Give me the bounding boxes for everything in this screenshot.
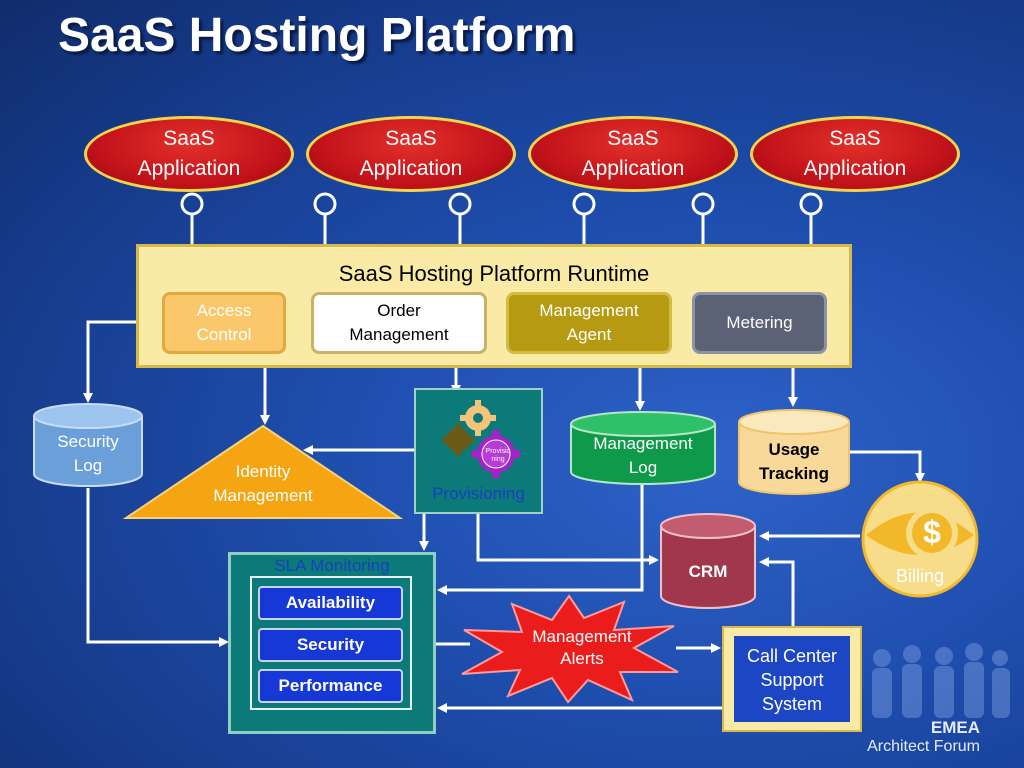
module-label-line1: Metering <box>726 313 793 332</box>
usage-tracking-label: Usage Tracking <box>737 438 851 486</box>
saas-application-2: SaaS Application <box>306 116 516 192</box>
module-label-line2: Control <box>196 325 252 344</box>
app-label-line2: Application <box>137 157 241 180</box>
usage-tracking-line1: Usage <box>768 440 820 459</box>
saas-application-4: SaaS Application <box>750 116 960 192</box>
gears-icon <box>442 400 520 478</box>
management-log-line2: Log <box>628 458 658 477</box>
crm-label: CRM <box>688 562 728 581</box>
usage-tracking-cylinder <box>738 409 850 495</box>
app-label-line2: Application <box>581 157 685 180</box>
call-center-line2: Support <box>760 670 824 690</box>
security-log-line1: Security <box>57 432 119 451</box>
module-label-line2: Agent <box>566 325 612 344</box>
runtime-title: SaaS Hosting Platform Runtime <box>338 261 650 286</box>
provisioning-label: Provisioning <box>432 484 525 503</box>
management-log-label: Management Log <box>569 432 717 480</box>
sla-monitoring-label: SLA Monitoring <box>274 556 390 575</box>
saas-application-3: SaaS Application <box>528 116 738 192</box>
alerts-line2: Alerts <box>560 649 604 668</box>
slide-title: SaaS Hosting Platform <box>58 9 576 62</box>
app-label-line2: Application <box>803 157 907 180</box>
security-log-line2: Log <box>73 456 103 475</box>
security-log-label: Security Log <box>32 430 144 478</box>
identity-management-triangle <box>122 424 404 519</box>
management-alerts-burst <box>461 594 679 704</box>
people-silhouettes-watermark <box>872 643 1010 718</box>
module-label-line2: Management <box>349 325 449 344</box>
billing-symbol: $ <box>923 514 941 550</box>
alerts-line1: Management <box>532 627 632 646</box>
availability-item: Availability <box>258 586 403 620</box>
billing-label: Billing <box>895 566 945 586</box>
saas-application-1: SaaS Application <box>84 116 294 192</box>
usage-tracking-line2: Tracking <box>759 464 829 483</box>
identity-line1: Identity <box>235 462 291 481</box>
security-log-cylinder <box>33 403 143 487</box>
crm-cylinder <box>660 513 756 609</box>
app-label-line1: SaaS <box>829 127 881 150</box>
metering-module: Metering <box>692 292 827 354</box>
module-label-line1: Management <box>539 301 639 320</box>
app-label-line1: SaaS <box>607 127 659 150</box>
module-label-line1: Order <box>377 301 421 320</box>
call-center-inner: Call Center Support System <box>734 636 850 722</box>
app-label-line1: SaaS <box>163 127 215 150</box>
identity-management-label: Identity Management <box>184 460 342 508</box>
identity-line2: Management <box>213 486 313 505</box>
security-item: Security <box>258 628 403 662</box>
management-log-line1: Management <box>593 434 693 453</box>
call-center-line1: Call Center <box>746 646 838 666</box>
provisioning-gear-text: Provisio ning <box>485 448 511 463</box>
performance-item: Performance <box>258 669 403 703</box>
emea-line2: Architect Forum <box>867 738 980 755</box>
management-alerts-label: Management Alerts <box>500 626 664 670</box>
sla-inner-panel <box>250 576 412 710</box>
call-center-line3: System <box>761 694 822 714</box>
app-label-line1: SaaS <box>385 127 437 150</box>
emea-line1: EMEA <box>930 718 980 737</box>
management-log-cylinder <box>570 411 716 485</box>
module-label-line1: Access <box>196 301 252 320</box>
app-label-line2: Application <box>359 157 463 180</box>
billing-eye-icon <box>861 480 979 598</box>
emea-branding: EMEA Architect Forum <box>840 718 980 756</box>
